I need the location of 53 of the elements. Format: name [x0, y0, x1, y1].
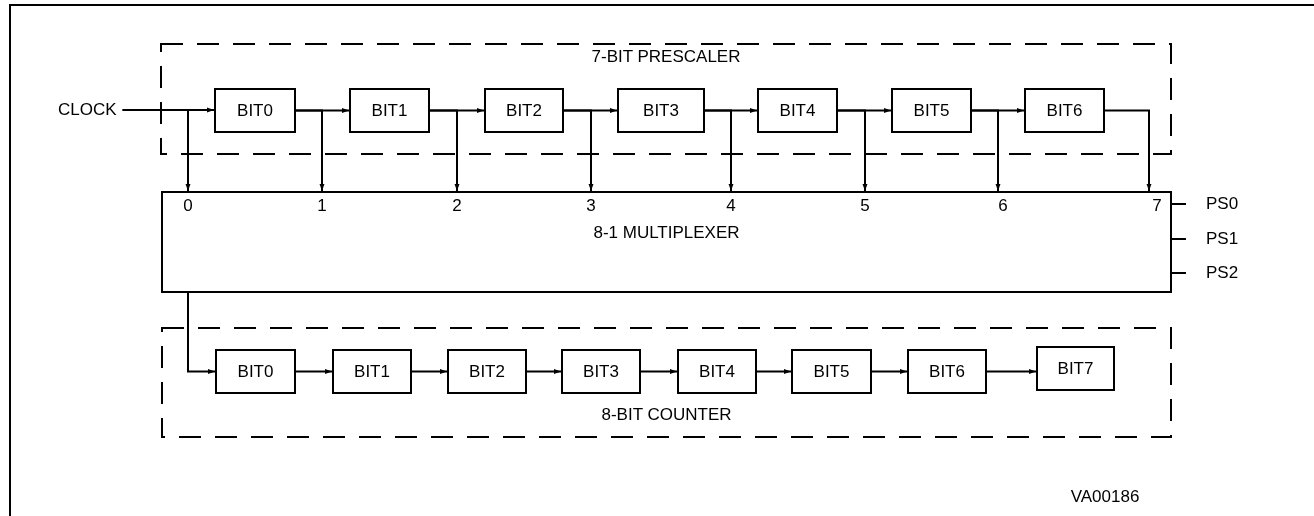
bit-register-box: BIT2	[447, 349, 527, 394]
signal-label: CLOCK	[58, 98, 117, 122]
signal-label: PS2	[1206, 261, 1239, 285]
bit-register-box: BIT4	[677, 349, 757, 394]
figure-code: VA00186	[1070, 487, 1140, 507]
block-title: 8-1 MULTIPLEXER	[593, 223, 740, 243]
signal-label: PS1	[1206, 227, 1239, 251]
bit-register-box: BIT1	[332, 349, 412, 394]
input-number: 4	[726, 196, 736, 216]
arrow	[295, 109, 325, 192]
bit-register-box: BIT2	[484, 88, 564, 133]
arrow	[871, 369, 908, 374]
dashed-group-box	[161, 327, 1172, 438]
bit-register-box: BIT4	[757, 88, 838, 133]
bit-register-box: BIT6	[1024, 88, 1105, 133]
arrow	[121, 109, 191, 192]
bit-register-box: BIT5	[791, 349, 872, 394]
bit-register-box: BIT0	[215, 349, 296, 394]
multiplexer-box	[161, 191, 1172, 293]
arrow	[429, 109, 460, 192]
arrow	[295, 369, 333, 374]
arrow	[704, 109, 734, 192]
input-number: 0	[183, 196, 193, 216]
input-number: 6	[998, 196, 1008, 216]
arrow	[837, 109, 868, 192]
arrow	[756, 369, 792, 374]
bit-register-box: BIT3	[617, 88, 705, 133]
arrow	[971, 109, 1001, 192]
arrow	[1104, 109, 1152, 192]
input-number: 3	[586, 196, 596, 216]
bit-register-box: BIT3	[561, 349, 641, 394]
connector-line	[1171, 203, 1187, 205]
input-number: 1	[317, 196, 327, 216]
bit-register-box: BIT5	[891, 88, 972, 133]
arrow	[526, 369, 562, 374]
bit-register-box: BIT0	[214, 88, 296, 133]
connector-line	[1171, 238, 1187, 240]
group-title: 8-BIT COUNTER	[601, 405, 732, 425]
arrow	[563, 109, 594, 192]
input-number: 5	[860, 196, 870, 216]
bit-register-box: BIT6	[907, 349, 987, 394]
arrow	[640, 369, 678, 374]
bit-register-box: BIT7	[1036, 346, 1115, 391]
arrow	[411, 369, 448, 374]
connector-line	[1171, 272, 1187, 274]
signal-label: PS0	[1206, 192, 1239, 216]
bit-register-box: BIT1	[349, 88, 430, 133]
input-number: 2	[452, 196, 462, 216]
arrow	[986, 369, 1037, 374]
group-title: 7-BIT PRESCALER	[591, 47, 741, 67]
input-number: 7	[1152, 196, 1162, 216]
dashed-group-box	[160, 43, 1172, 155]
arrow	[187, 292, 216, 374]
